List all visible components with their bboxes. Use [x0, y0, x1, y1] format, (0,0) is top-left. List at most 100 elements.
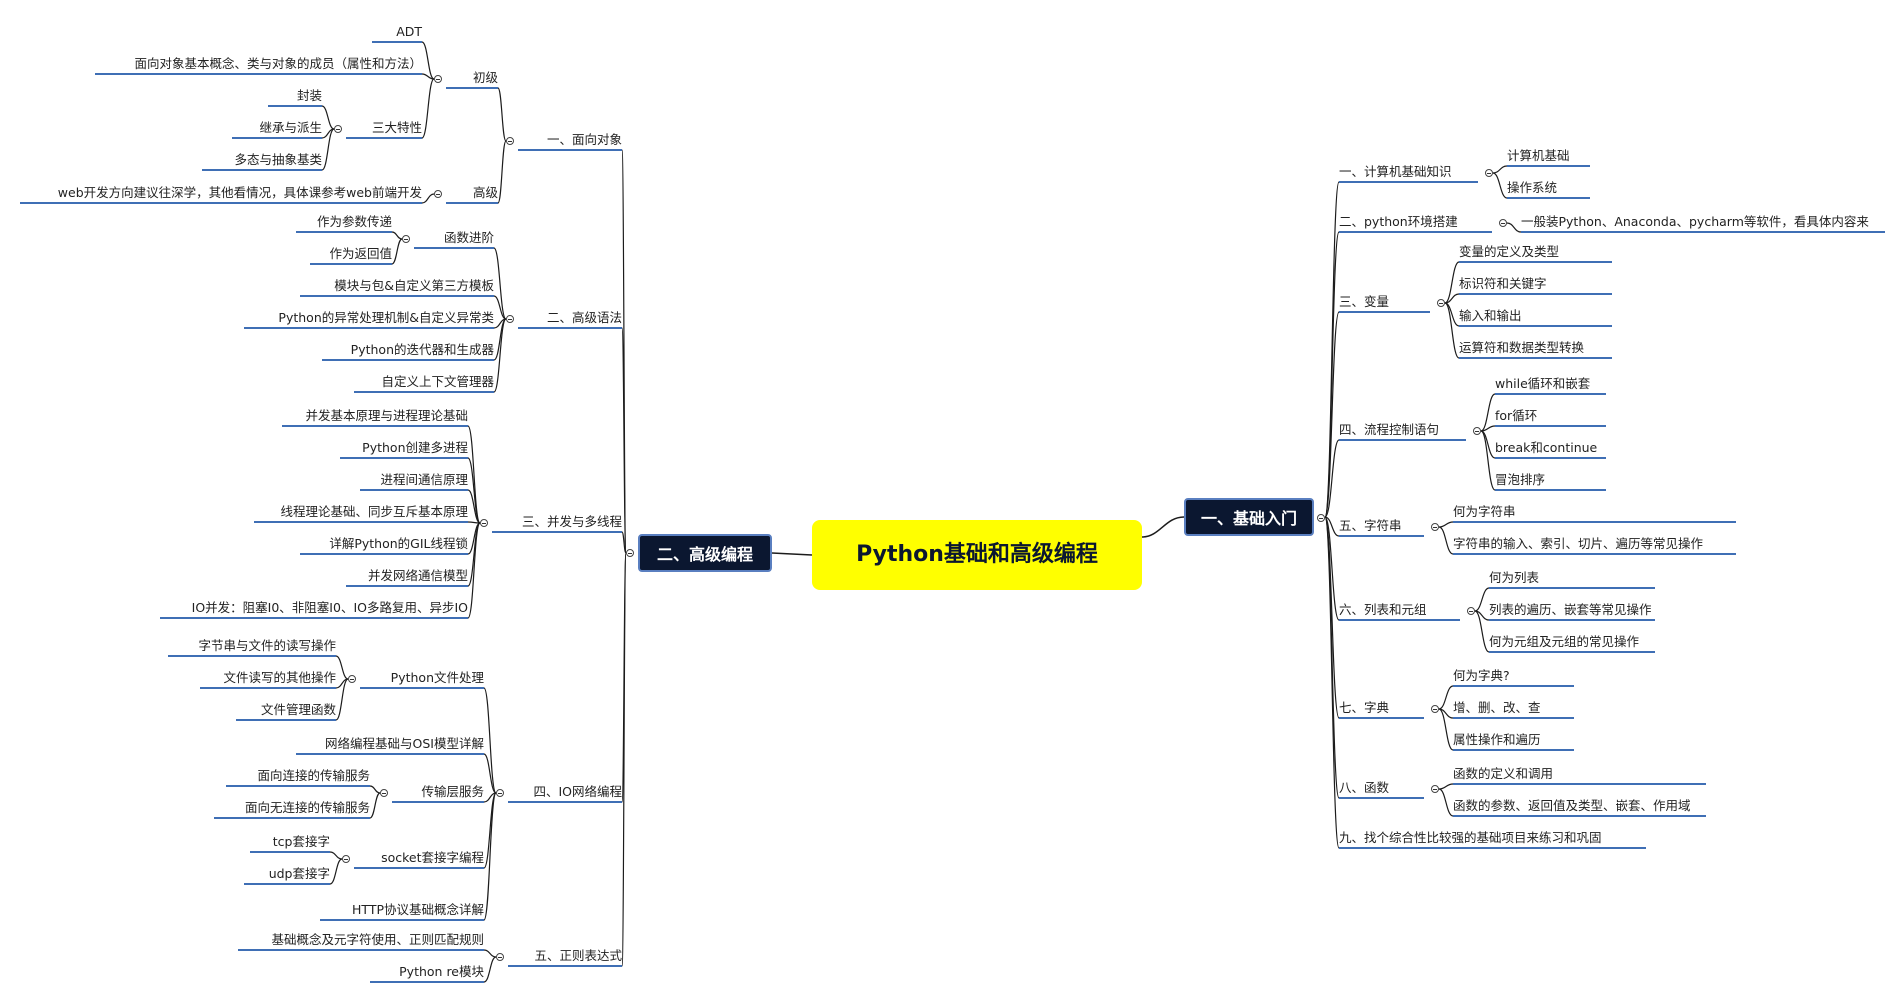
- section-basics-5[interactable]: 五、字符串: [1339, 518, 1402, 533]
- topic-basics-5-1[interactable]: 何为字符串: [1453, 504, 1516, 519]
- io-bytes-rw[interactable]: 字节串与文件的读写操作: [198, 638, 336, 653]
- section-advanced-1[interactable]: 一、面向对象: [546, 132, 622, 147]
- concurrency-topic-3[interactable]: 进程间通信原理: [380, 472, 468, 487]
- topic-basics-4-3[interactable]: break和continue: [1495, 440, 1598, 455]
- connector-line: [1480, 393, 1496, 432]
- oop-web-advice[interactable]: web开发方向建议往深学，其他看情况，具体课参考web前端开发: [57, 185, 422, 200]
- oop-basic[interactable]: 初级: [472, 70, 498, 85]
- main-topic-basics-collapse-toggle[interactable]: [1317, 514, 1325, 522]
- topic-basics-4-2[interactable]: for循环: [1495, 408, 1538, 423]
- concurrency-topic-2[interactable]: Python创建多进程: [362, 440, 468, 455]
- section-advanced-4[interactable]: 四、IO网络编程: [533, 784, 622, 799]
- main-topic-advanced[interactable]: 二、高级编程: [638, 534, 772, 572]
- concurrency-topic-4[interactable]: 线程理论基础、同步互斥基本原理: [280, 504, 468, 519]
- concurrency-topic-5[interactable]: 详解Python的GIL线程锁: [329, 536, 468, 551]
- main-topic-advanced-collapse-toggle[interactable]: [626, 549, 634, 557]
- topic-basics-7-2[interactable]: 增、删、改、查: [1453, 700, 1541, 715]
- section-advanced-3[interactable]: 三、并发与多线程: [521, 514, 622, 529]
- io-file-handling[interactable]: Python文件处理: [390, 670, 484, 685]
- section-basics-3[interactable]: 三、变量: [1339, 294, 1390, 309]
- oop-encapsulation[interactable]: 封装: [296, 88, 322, 103]
- oop-advanced-collapse-toggle[interactable]: [434, 190, 442, 198]
- syntax-modules[interactable]: 模块与包&自定义第三方模板: [334, 278, 494, 293]
- syntax-functions[interactable]: 函数进阶: [443, 230, 494, 245]
- topic-basics-6-2[interactable]: 列表的遍历、嵌套等常见操作: [1489, 602, 1652, 617]
- topic-basics-8-1[interactable]: 函数的定义和调用: [1453, 766, 1554, 781]
- syntax-context-manager[interactable]: 自定义上下文管理器: [381, 374, 494, 389]
- oop-inheritance[interactable]: 继承与派生: [259, 120, 322, 135]
- section-basics-4[interactable]: 四、流程控制语句: [1339, 422, 1440, 437]
- section-advanced-5-collapse-toggle[interactable]: [496, 953, 504, 961]
- topic-basics-8-2[interactable]: 函数的参数、返回值及类型、嵌套、作用域: [1453, 798, 1691, 813]
- topic-basics-3-3[interactable]: 输入和输出: [1459, 308, 1522, 323]
- topic-basics-5-2[interactable]: 字符串的输入、索引、切片、遍历等常见操作: [1453, 536, 1704, 551]
- topic-basics-7-3[interactable]: 属性操作和遍历: [1453, 732, 1541, 747]
- topic-basics-3-1[interactable]: 变量的定义及类型: [1459, 244, 1560, 259]
- connector-line: [329, 858, 343, 885]
- section-basics-5-collapse-toggle[interactable]: [1431, 523, 1439, 531]
- topic-basics-3-4[interactable]: 运算符和数据类型转换: [1459, 340, 1585, 355]
- topic-basics-1-2[interactable]: 操作系统: [1507, 180, 1558, 195]
- section-basics-4-collapse-toggle[interactable]: [1473, 427, 1481, 435]
- topic-basics-3-2-underline: [1459, 293, 1612, 295]
- section-advanced-1-collapse-toggle[interactable]: [506, 137, 514, 145]
- section-basics-1[interactable]: 一、计算机基础知识: [1339, 164, 1452, 179]
- topic-basics-6-3[interactable]: 何为元组及元组的常见操作: [1489, 634, 1640, 649]
- oop-basic-collapse-toggle[interactable]: [434, 75, 442, 83]
- section-basics-6-collapse-toggle[interactable]: [1467, 607, 1475, 615]
- topic-basics-2-1[interactable]: 一般装Python、Anaconda、pycharm等软件，看具体内容来: [1521, 214, 1869, 229]
- io-file-handling-collapse-toggle[interactable]: [348, 675, 356, 683]
- section-advanced-2-collapse-toggle[interactable]: [506, 315, 514, 323]
- concurrency-topic-7[interactable]: IO并发：阻塞I0、非阻塞I0、IO多路复用、异步IO: [191, 600, 468, 615]
- regex-re-module[interactable]: Python re模块: [399, 964, 484, 979]
- oop-three-features[interactable]: 三大特性: [371, 120, 422, 135]
- section-basics-3-collapse-toggle[interactable]: [1437, 299, 1445, 307]
- regex-basics[interactable]: 基础概念及元字符使用、正则匹配规则: [271, 932, 484, 947]
- io-transport-collapse-toggle[interactable]: [380, 789, 388, 797]
- io-tcp-service[interactable]: 面向连接的传输服务: [257, 768, 370, 783]
- syntax-functions-collapse-toggle[interactable]: [402, 235, 410, 243]
- io-http[interactable]: HTTP协议基础概念详解: [352, 902, 484, 917]
- topic-basics-4-1[interactable]: while循环和嵌套: [1495, 376, 1591, 391]
- topic-basics-4-4[interactable]: 冒泡排序: [1495, 472, 1546, 487]
- section-basics-8-collapse-toggle[interactable]: [1431, 785, 1439, 793]
- concurrency-topic-6[interactable]: 并发网络通信模型: [367, 568, 468, 583]
- main-topic-basics[interactable]: 一、基础入门: [1184, 498, 1314, 536]
- section-basics-2-collapse-toggle[interactable]: [1499, 219, 1507, 227]
- io-file-mgmt[interactable]: 文件管理函数: [260, 702, 336, 717]
- oop-adt[interactable]: ADT: [396, 24, 422, 39]
- section-basics-1-collapse-toggle[interactable]: [1485, 169, 1493, 177]
- section-advanced-5[interactable]: 五、正则表达式: [534, 948, 622, 963]
- section-basics-2[interactable]: 二、python环境搭建: [1339, 214, 1458, 229]
- io-osi[interactable]: 网络编程基础与OSI模型详解: [325, 736, 484, 751]
- io-tcp-socket[interactable]: tcp套接字: [272, 834, 330, 849]
- section-basics-8[interactable]: 八、函数: [1339, 780, 1390, 795]
- io-file-other[interactable]: 文件读写的其他操作: [223, 670, 336, 685]
- oop-three-features-collapse-toggle[interactable]: [334, 125, 342, 133]
- oop-advanced[interactable]: 高级: [472, 185, 498, 200]
- oop-concepts[interactable]: 面向对象基本概念、类与对象的成员（属性和方法）: [134, 56, 422, 71]
- section-advanced-4-collapse-toggle[interactable]: [496, 789, 504, 797]
- section-basics-7[interactable]: 七、字典: [1339, 700, 1390, 715]
- io-socket-collapse-toggle[interactable]: [342, 855, 350, 863]
- io-transport[interactable]: 传输层服务: [421, 784, 484, 799]
- topic-basics-3-2[interactable]: 标识符和关键字: [1459, 276, 1547, 291]
- topic-basics-6-1[interactable]: 何为列表: [1489, 570, 1540, 585]
- oop-polymorphism[interactable]: 多态与抽象基类: [234, 152, 322, 167]
- syntax-iterators[interactable]: Python的迭代器和生成器: [350, 342, 494, 357]
- topic-basics-1-1[interactable]: 计算机基础: [1507, 148, 1570, 163]
- syntax-func-as-return[interactable]: 作为返回值: [329, 246, 392, 261]
- syntax-exceptions[interactable]: Python的异常处理机制&自定义异常类: [278, 310, 494, 325]
- section-basics-9[interactable]: 九、找个综合性比较强的基础项目来练习和巩固: [1339, 830, 1602, 845]
- section-advanced-3-collapse-toggle[interactable]: [480, 519, 488, 527]
- io-udp-socket[interactable]: udp套接字: [268, 866, 330, 881]
- io-udp-service[interactable]: 面向无连接的传输服务: [244, 800, 370, 815]
- section-basics-6[interactable]: 六、列表和元组: [1339, 602, 1427, 617]
- io-socket[interactable]: socket套接字编程: [381, 850, 484, 865]
- section-basics-7-collapse-toggle[interactable]: [1431, 705, 1439, 713]
- topic-basics-7-1[interactable]: 何为字典?: [1453, 668, 1510, 683]
- syntax-func-as-arg[interactable]: 作为参数传递: [316, 214, 392, 229]
- concurrency-topic-1[interactable]: 并发基本原理与进程理论基础: [305, 408, 468, 423]
- section-advanced-2[interactable]: 二、高级语法: [546, 310, 622, 325]
- root-topic[interactable]: Python基础和高级编程: [812, 520, 1142, 590]
